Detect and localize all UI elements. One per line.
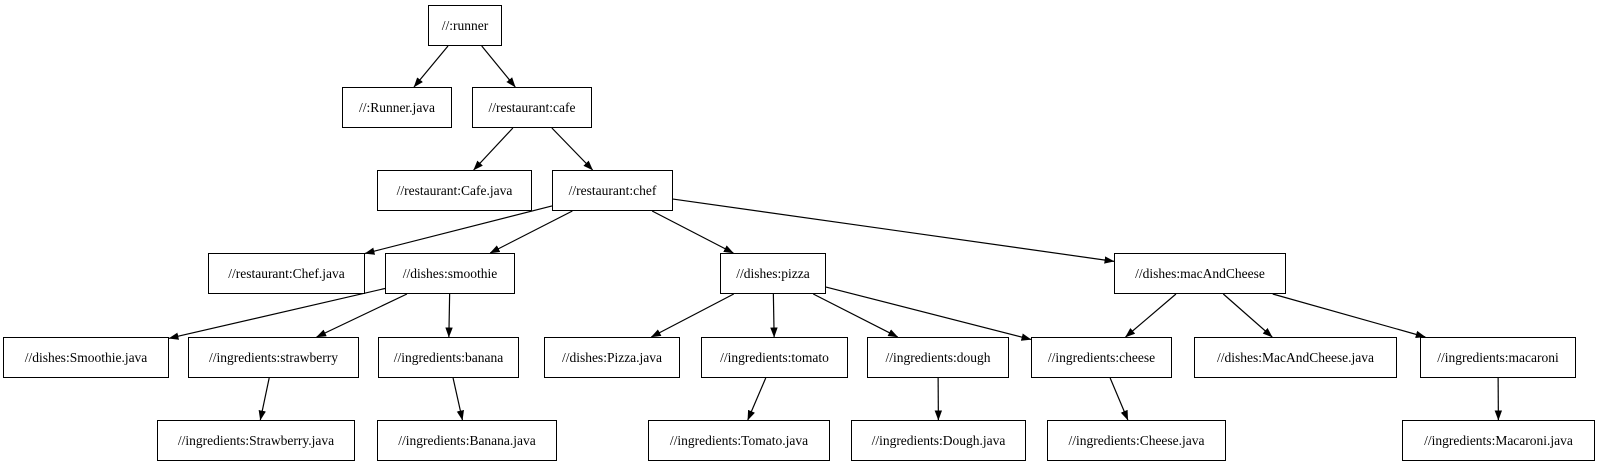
edge-banana-to-banana-java (452, 377, 464, 421)
graph-node-chef: //restaurant:chef (552, 170, 673, 211)
graph-node-dough: //ingredients:dough (867, 337, 1009, 378)
edge-cheese-to-cheese-java (1109, 377, 1129, 421)
edge-chef-to-pizza (651, 210, 734, 254)
edge-chef-to-chef-java (364, 205, 553, 255)
graph-node-strawberry: //ingredients:strawberry (188, 337, 359, 378)
edge-runner-to-runner-java (413, 45, 449, 88)
graph-node-macaroni: //ingredients:macaroni (1420, 337, 1576, 378)
edge-smoothie-to-strawberry (316, 293, 408, 338)
graph-node-cheese: //ingredients:cheese (1031, 337, 1172, 378)
edge-runner-to-cafe (481, 45, 516, 88)
graph-node-cafe: //restaurant:cafe (472, 87, 592, 128)
graph-node-tomato-java: //ingredients:Tomato.java (648, 420, 830, 461)
graph-node-cafe-java: //restaurant:Cafe.java (377, 170, 532, 211)
edge-pizza-to-pizza-java (650, 293, 734, 338)
graph-node-cheese-java: //ingredients:Cheese.java (1047, 420, 1226, 461)
graph-node-macaroni-java: //ingredients:Macaroni.java (1402, 420, 1595, 461)
edge-macandcheese-to-macandcheese-java (1222, 293, 1273, 338)
edge-pizza-to-tomato (770, 293, 778, 338)
graph-node-dough-java: //ingredients:Dough.java (851, 420, 1026, 461)
graph-node-pizza: //dishes:pizza (720, 253, 826, 294)
graph-node-runner-java: //:Runner.java (342, 87, 452, 128)
graph-node-smoothie: //dishes:smoothie (385, 253, 515, 294)
edge-cafe-to-cafe-java (473, 127, 514, 171)
edge-chef-to-macandcheese (672, 198, 1115, 264)
edge-macandcheese-to-cheese (1125, 293, 1177, 338)
edge-smoothie-to-smoothie-java (168, 287, 386, 340)
edge-pizza-to-cheese (825, 286, 1032, 341)
edge-strawberry-to-strawberry-java (258, 377, 270, 421)
graph-node-banana-java: //ingredients:Banana.java (377, 420, 557, 461)
graph-node-tomato: //ingredients:tomato (701, 337, 848, 378)
graph-node-macandcheese-java: //dishes:MacAndCheese.java (1194, 337, 1397, 378)
edge-macandcheese-to-macaroni (1272, 293, 1426, 338)
edge-pizza-to-dough (812, 293, 899, 338)
graph-node-pizza-java: //dishes:Pizza.java (544, 337, 680, 378)
graph-node-macandcheese: //dishes:macAndCheese (1114, 253, 1286, 294)
graph-node-banana: //ingredients:banana (378, 337, 519, 378)
edge-chef-to-smoothie (489, 210, 573, 254)
edge-tomato-to-tomato-java (747, 377, 767, 421)
edge-smoothie-to-banana (445, 293, 453, 338)
graph-node-runner: //:runner (428, 5, 502, 46)
edge-cafe-to-chef (551, 127, 594, 171)
graph-node-strawberry-java: //ingredients:Strawberry.java (157, 420, 355, 461)
graph-node-chef-java: //restaurant:Chef.java (208, 253, 365, 294)
graph-node-smoothie-java: //dishes:Smoothie.java (3, 337, 169, 378)
